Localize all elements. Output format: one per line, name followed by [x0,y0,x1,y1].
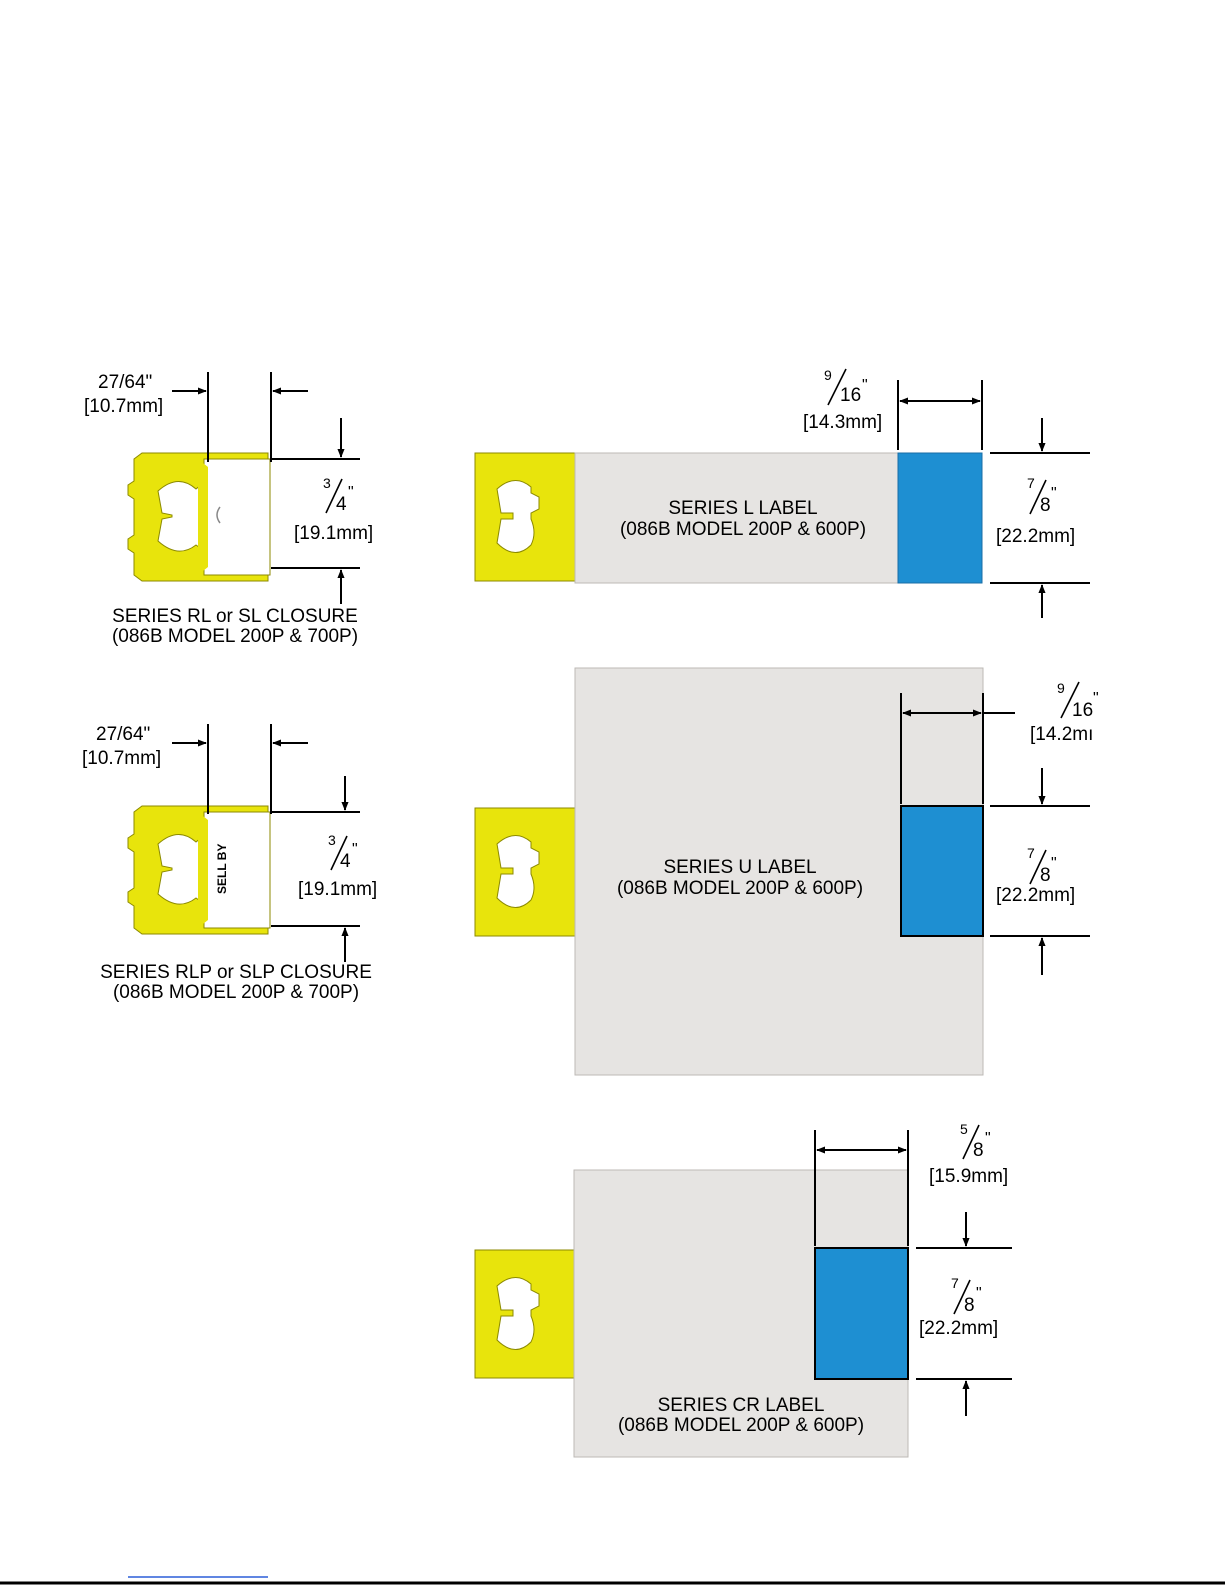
label-cr-height-mm: [22.2mm] [919,1318,998,1339]
label-cr-width-mm: [15.9mm] [929,1166,1008,1187]
label-cr-width-in: " [985,1130,991,1147]
closure-rlp-group: SELL BY 27/64" [10.7mm] 3 4 " [19.1mm] S… [82,724,377,1003]
label-u-group: SERIES U LABEL (086B MODEL 200P & 600P) … [474,667,1099,1076]
closure-rlp-clip: SELL BY [127,805,271,935]
closure-rl-height-den: 4 [336,494,347,515]
label-l-clip [474,452,576,582]
label-l-width-den: 16 [840,385,861,406]
closure-rlp-tab-text: SELL BY [215,844,229,894]
label-l-height-num: 7 [1027,475,1035,491]
closure-rlp-width-mm: [10.7mm] [82,748,161,769]
closure-rl-subtitle: (086B MODEL 200P & 700P) [112,626,358,647]
label-u-height-num: 7 [1027,845,1035,861]
label-l-subtitle: (086B MODEL 200P & 600P) [620,519,866,540]
closure-rl-width-mm: [10.7mm] [84,396,163,417]
label-l-group: SERIES L LABEL (086B MODEL 200P & 600P) … [474,367,1090,618]
label-cr-height-num: 7 [951,1275,959,1291]
closure-rl-height-mm: [19.1mm] [294,523,373,544]
label-u-blue-area [900,805,984,937]
label-cr-width-den: 8 [973,1140,984,1161]
closure-rl-group: 27/64" [10.7mm] 3 4 " [19.1mm] SERIES RL… [84,372,373,647]
label-u-width-num: 9 [1057,680,1065,696]
label-u-title: SERIES U LABEL [663,857,816,878]
label-u-subtitle: (086B MODEL 200P & 600P) [617,878,863,899]
label-l-width-mm: [14.3mm] [803,412,882,433]
closure-rlp-title: SERIES RLP or SLP CLOSURE [100,962,372,983]
closure-rl-title: SERIES RL or SL CLOSURE [112,606,358,627]
closure-rlp-width-in: 27/64" [96,724,150,745]
label-l-title: SERIES L LABEL [668,498,817,519]
label-l-width-in: " [862,377,868,394]
label-l-height-den: 8 [1040,495,1051,516]
closure-rl-clip [127,452,271,582]
closure-rlp-subtitle: (086B MODEL 200P & 700P) [113,982,359,1003]
label-u-width-mm: [14.2mı [1030,724,1093,745]
label-cr-title: SERIES CR LABEL [658,1395,825,1416]
label-cr-clip [474,1249,576,1379]
label-cr-height-den: 8 [964,1295,975,1316]
closure-rlp-height-mm: [19.1mm] [298,879,377,900]
closure-rl-width-in: 27/64" [98,372,152,393]
label-u-height-mm: [22.2mm] [996,885,1075,906]
label-cr-blue-area [814,1247,909,1380]
closure-rlp-height-den: 4 [340,851,351,872]
closure-rlp-height-in: " [352,841,358,858]
label-u-width-in: " [1093,690,1099,707]
label-cr-subtitle: (086B MODEL 200P & 600P) [618,1415,864,1436]
label-cr-group: SERIES CR LABEL (086B MODEL 200P & 600P)… [474,1121,1012,1458]
label-cr-width-num: 5 [960,1121,968,1137]
closure-rl-height-num: 3 [323,475,331,491]
label-u-height-in: " [1051,855,1057,872]
closure-rlp-height-num: 3 [328,832,336,848]
label-l-blue-area [897,452,983,584]
label-l-height-mm: [22.2mm] [996,526,1075,547]
label-l-width-num: 9 [824,367,832,383]
label-cr-height-in: " [976,1285,982,1302]
label-l-body [574,452,899,584]
label-u-clip [474,807,576,937]
label-l-height-in: " [1051,485,1057,502]
label-u-width-den: 16 [1072,700,1093,721]
label-u-height-den: 8 [1040,865,1051,886]
closure-rl-height-in: " [348,484,354,501]
